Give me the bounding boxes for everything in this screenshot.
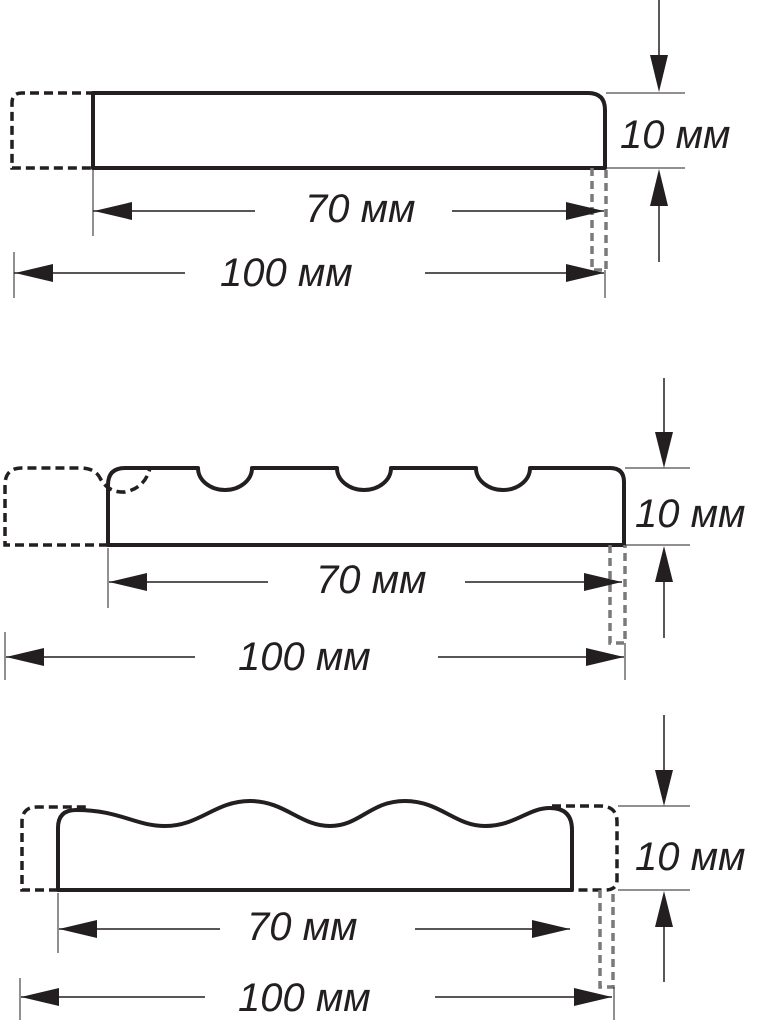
outer-width-arrow-right <box>574 988 612 1006</box>
profile-grooved: 10 мм 70 мм 100 мм <box>3 378 745 680</box>
tile-profile <box>91 91 607 170</box>
outer-width-arrow-right <box>586 648 624 666</box>
inner-width-label: 70 мм <box>305 187 415 231</box>
inner-width-arrow-right <box>584 573 622 591</box>
adjacent-tile-outline-right <box>552 804 619 892</box>
height-arrow-down <box>655 432 673 468</box>
adjacent-tile-outline <box>3 466 152 547</box>
profile-wave: 10 мм 70 мм 100 мм <box>19 715 745 1020</box>
joint-outline <box>598 890 615 989</box>
height-label: 10 мм <box>620 113 730 157</box>
profile-flat: 10 мм 70 мм 100 мм <box>10 0 730 298</box>
inner-width-arrow-left <box>109 573 147 591</box>
outer-width-arrow-left <box>21 988 59 1006</box>
inner-width-arrow-right <box>532 920 570 938</box>
outer-width-arrow-left <box>6 648 44 666</box>
adjacent-tile-outline <box>10 91 95 170</box>
height-label: 10 мм <box>635 492 745 536</box>
outer-width-label: 100 мм <box>238 635 371 679</box>
outer-width-arrow-right <box>566 264 604 282</box>
joint-outline <box>590 168 608 272</box>
outer-width-label: 100 мм <box>220 251 353 295</box>
inner-width-label: 70 мм <box>316 558 426 602</box>
height-arrow-down <box>650 55 668 92</box>
tile-profile <box>56 799 574 892</box>
inner-width-arrow-right <box>566 202 604 220</box>
height-label: 10 мм <box>635 835 745 879</box>
height-arrow-up <box>650 169 668 206</box>
outer-width-arrow-left <box>15 264 53 282</box>
adjacent-tile-outline-left <box>20 805 90 892</box>
outer-width-label: 100 мм <box>238 976 371 1020</box>
inner-width-arrow-left <box>94 202 132 220</box>
inner-width-label: 70 мм <box>247 905 357 949</box>
height-arrow-down <box>655 770 673 806</box>
tile-profile <box>106 466 626 547</box>
height-arrow-up <box>655 891 673 927</box>
joint-outline <box>608 545 627 645</box>
inner-width-arrow-left <box>59 920 97 938</box>
height-arrow-up <box>655 546 673 582</box>
